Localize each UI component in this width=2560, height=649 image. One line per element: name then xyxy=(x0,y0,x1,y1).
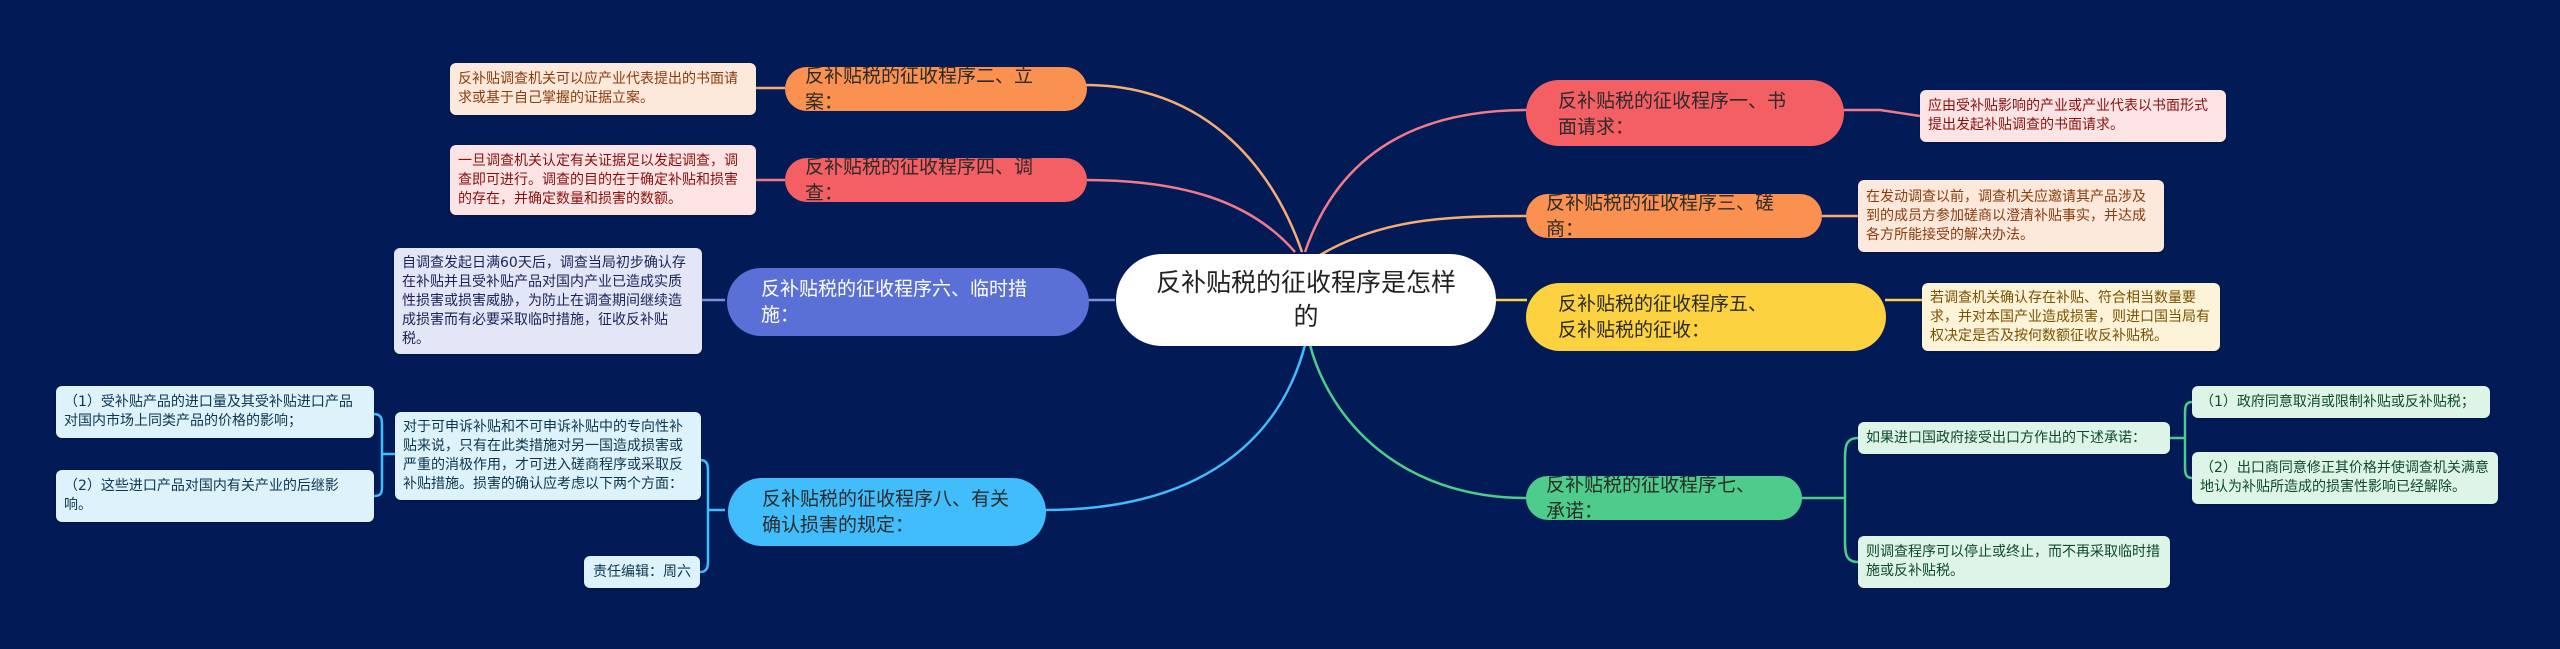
branch-1-leaf-1[interactable]: 应由受补贴影响的产业或产业代表以书面形式提出发起补贴调查的书面请求。 xyxy=(1920,90,2226,142)
root-label: 反补贴税的征收程序是怎样的 xyxy=(1156,268,1457,331)
branch-7-node[interactable]: 反补贴税的征收程序七、承诺： xyxy=(1526,474,1802,522)
branch-8-leaf-1[interactable]: 对于可申诉补贴和不可申诉补贴中的专向性补贴来说，只有在此类措施对另一国造成损害或… xyxy=(395,412,701,500)
branch-4-label: 反补贴税的征收程序四、调查： xyxy=(805,156,1034,204)
branch-8-node[interactable]: 反补贴税的征收程序八、有关确认损害的规定： xyxy=(728,478,1046,546)
branch-5-label: 反补贴税的征收程序五、反补贴税的征收： xyxy=(1558,293,1768,341)
branch-1-label: 反补贴税的征收程序一、书面请求： xyxy=(1558,90,1787,138)
branch-5-node[interactable]: 反补贴税的征收程序五、反补贴税的征收： xyxy=(1526,283,1886,351)
branch-5-leaf-1[interactable]: 若调查机关确认存在补贴、符合相当数量要求，并对本国产业造成损害，则进口国当局有权… xyxy=(1922,283,2220,351)
branch-7-leaf-1-sub-1[interactable]: （1）政府同意取消或限制补贴或反补贴税； xyxy=(2192,386,2490,418)
branch-4-node[interactable]: 反补贴税的征收程序四、调查： xyxy=(785,156,1087,204)
branch-3-leaf-1[interactable]: 在发动调查以前，调查机关应邀请其产品涉及到的成员方参加磋商以澄清补贴事实，并达成… xyxy=(1858,180,2164,252)
branch-7-leaf-2[interactable]: 则调查程序可以停止或终止，而不再采取临时措施或反补贴税。 xyxy=(1858,536,2170,588)
branch-3-label: 反补贴税的征收程序三、磋商： xyxy=(1546,192,1775,240)
root-node[interactable]: 反补贴税的征收程序是怎样的 xyxy=(1116,254,1496,346)
branch-7-label: 反补贴税的征收程序七、承诺： xyxy=(1546,474,1756,522)
branch-8-leaf-1-sub-2[interactable]: （2）这些进口产品对国内有关产业的后继影响。 xyxy=(56,470,374,522)
branch-8-leaf-1-sub-1[interactable]: （1）受补贴产品的进口量及其受补贴进口产品对国内市场上同类产品的价格的影响； xyxy=(56,386,374,438)
branch-1-node[interactable]: 反补贴税的征收程序一、书面请求： xyxy=(1526,80,1844,146)
branch-8-leaf-2-editor[interactable]: 责任编辑：周六 xyxy=(584,556,700,588)
branch-7-leaf-1[interactable]: 如果进口国政府接受出口方作出的下述承诺： xyxy=(1858,422,2170,454)
branch-8-label: 反补贴税的征收程序八、有关确认损害的规定： xyxy=(762,488,1010,536)
branch-6-label: 反补贴税的征收程序六、临时措施： xyxy=(761,278,1028,326)
branch-2-label: 反补贴税的征收程序二、立案： xyxy=(805,65,1034,113)
branch-7-leaf-1-sub-2[interactable]: （2）出口商同意修正其价格并使调查机关满意地认为补贴所造成的损害性影响已经解除。 xyxy=(2192,452,2498,504)
branch-2-leaf-1[interactable]: 反补贴调查机关可以应产业代表提出的书面请求或基于自己掌握的证据立案。 xyxy=(450,63,756,115)
branch-2-node[interactable]: 反补贴税的征收程序二、立案： xyxy=(785,65,1087,113)
branch-4-leaf-1[interactable]: 一旦调查机关认定有关证据足以发起调查，调查即可进行。调查的目的在于确定补贴和损害… xyxy=(450,145,756,215)
branch-6-node[interactable]: 反补贴税的征收程序六、临时措施： xyxy=(727,268,1089,336)
branch-3-node[interactable]: 反补贴税的征收程序三、磋商： xyxy=(1526,192,1822,240)
branch-6-leaf-1[interactable]: 自调查发起日满60天后，调查当局初步确认存在补贴并且受补贴产品对国内产业已造成实… xyxy=(394,248,702,354)
